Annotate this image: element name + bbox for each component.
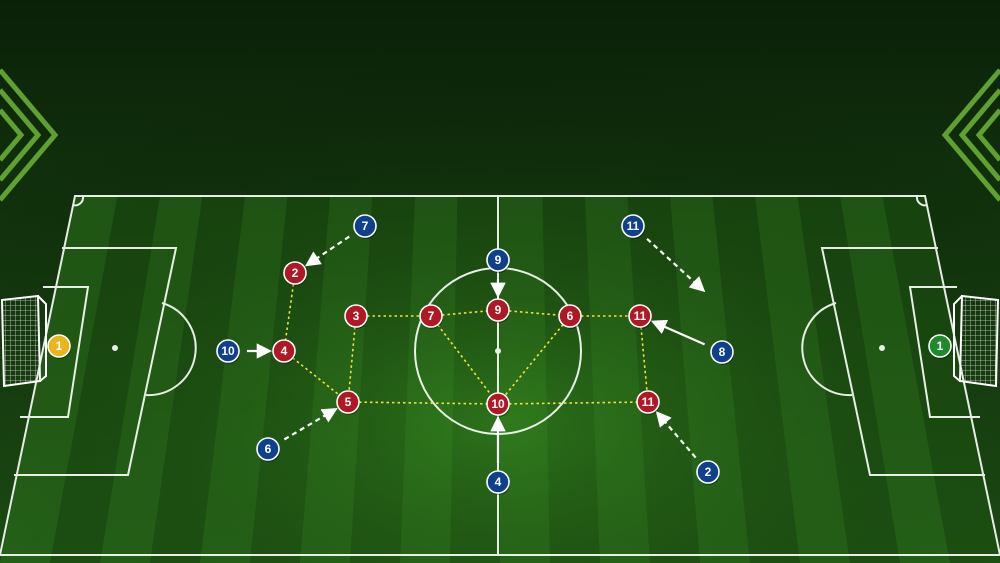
player-number: 4	[281, 344, 288, 358]
formation-link	[347, 315, 357, 403]
player-circle	[256, 437, 280, 461]
player-number: 7	[362, 219, 369, 233]
player-circle	[283, 261, 307, 285]
blue-player-marker: 4	[486, 470, 510, 495]
movement-arrow	[646, 238, 706, 293]
formation-link	[283, 272, 296, 352]
player-circle	[628, 304, 652, 328]
player-circle	[710, 340, 734, 364]
player-number: 11	[634, 309, 647, 323]
player-number: 11	[642, 395, 655, 409]
formation-link	[497, 315, 571, 405]
player-number: 2	[292, 266, 299, 280]
player-number: 7	[428, 309, 435, 323]
blue-player-marker: 2	[696, 460, 720, 485]
player-circle	[419, 304, 443, 328]
blue-player-marker: 7	[353, 214, 377, 239]
formation-link	[430, 315, 499, 405]
player-number: 8	[719, 345, 726, 359]
player-circle	[486, 298, 510, 322]
player-number: 5	[345, 395, 352, 409]
blue-player-marker: 10	[216, 339, 240, 364]
player-number: 9	[495, 303, 502, 317]
blue-player-marker: 9	[486, 248, 510, 273]
red-player-marker: 5	[336, 390, 360, 415]
blue-player-marker: 11	[621, 214, 645, 239]
goalkeeper-left-player-marker: 1	[47, 334, 71, 359]
movement-arrows	[247, 235, 706, 463]
red-player-marker: 11	[628, 304, 652, 329]
player-number: 1	[937, 339, 944, 353]
red-player-marker: 7	[419, 304, 443, 329]
player-number: 6	[567, 309, 574, 323]
blue-player-marker: 8	[710, 340, 734, 365]
formation-link	[639, 315, 649, 403]
left-goal-net-icon	[0, 294, 47, 388]
player-circle	[558, 304, 582, 328]
player-circle	[336, 390, 360, 414]
formation-link	[497, 309, 571, 317]
player-number: 4	[495, 475, 502, 489]
player-circle	[486, 392, 510, 416]
player-number: 6	[265, 442, 272, 456]
player-circle	[216, 339, 240, 363]
red-player-marker: 10	[486, 392, 510, 417]
red-player-marker: 11	[636, 390, 660, 415]
player-circle	[353, 214, 377, 238]
chevron-decoration-icon	[0, 68, 1000, 202]
player-number: 2	[705, 465, 712, 479]
movement-arrow	[650, 319, 706, 346]
right-goal-net-icon	[953, 294, 1000, 388]
red-player-marker: 2	[283, 261, 307, 286]
blue-player-marker: 6	[256, 437, 280, 462]
red-player-marker: 6	[558, 304, 582, 329]
player-number: 10	[491, 397, 505, 411]
movement-arrow	[283, 408, 338, 441]
formation-links	[283, 272, 649, 405]
player-number: 11	[627, 219, 640, 233]
red-player-marker: 9	[486, 298, 510, 323]
player-circle	[344, 304, 368, 328]
player-circle	[486, 470, 510, 494]
player-circle	[621, 214, 645, 238]
player-circle	[928, 334, 952, 358]
player-number: 3	[353, 309, 360, 323]
player-number: 1	[56, 339, 63, 353]
goalkeeper-right-player-marker: 1	[928, 334, 952, 359]
player-circle	[696, 460, 720, 484]
player-number: 10	[221, 344, 235, 358]
formation-link	[283, 350, 349, 403]
player-circle	[272, 339, 296, 363]
player-circle	[636, 390, 660, 414]
player-circle	[486, 248, 510, 272]
red-player-marker: 3	[344, 304, 368, 329]
movement-arrow	[655, 411, 697, 459]
red-player-marker: 4	[272, 339, 296, 364]
player-number: 9	[495, 253, 502, 267]
player-circle	[47, 334, 71, 358]
